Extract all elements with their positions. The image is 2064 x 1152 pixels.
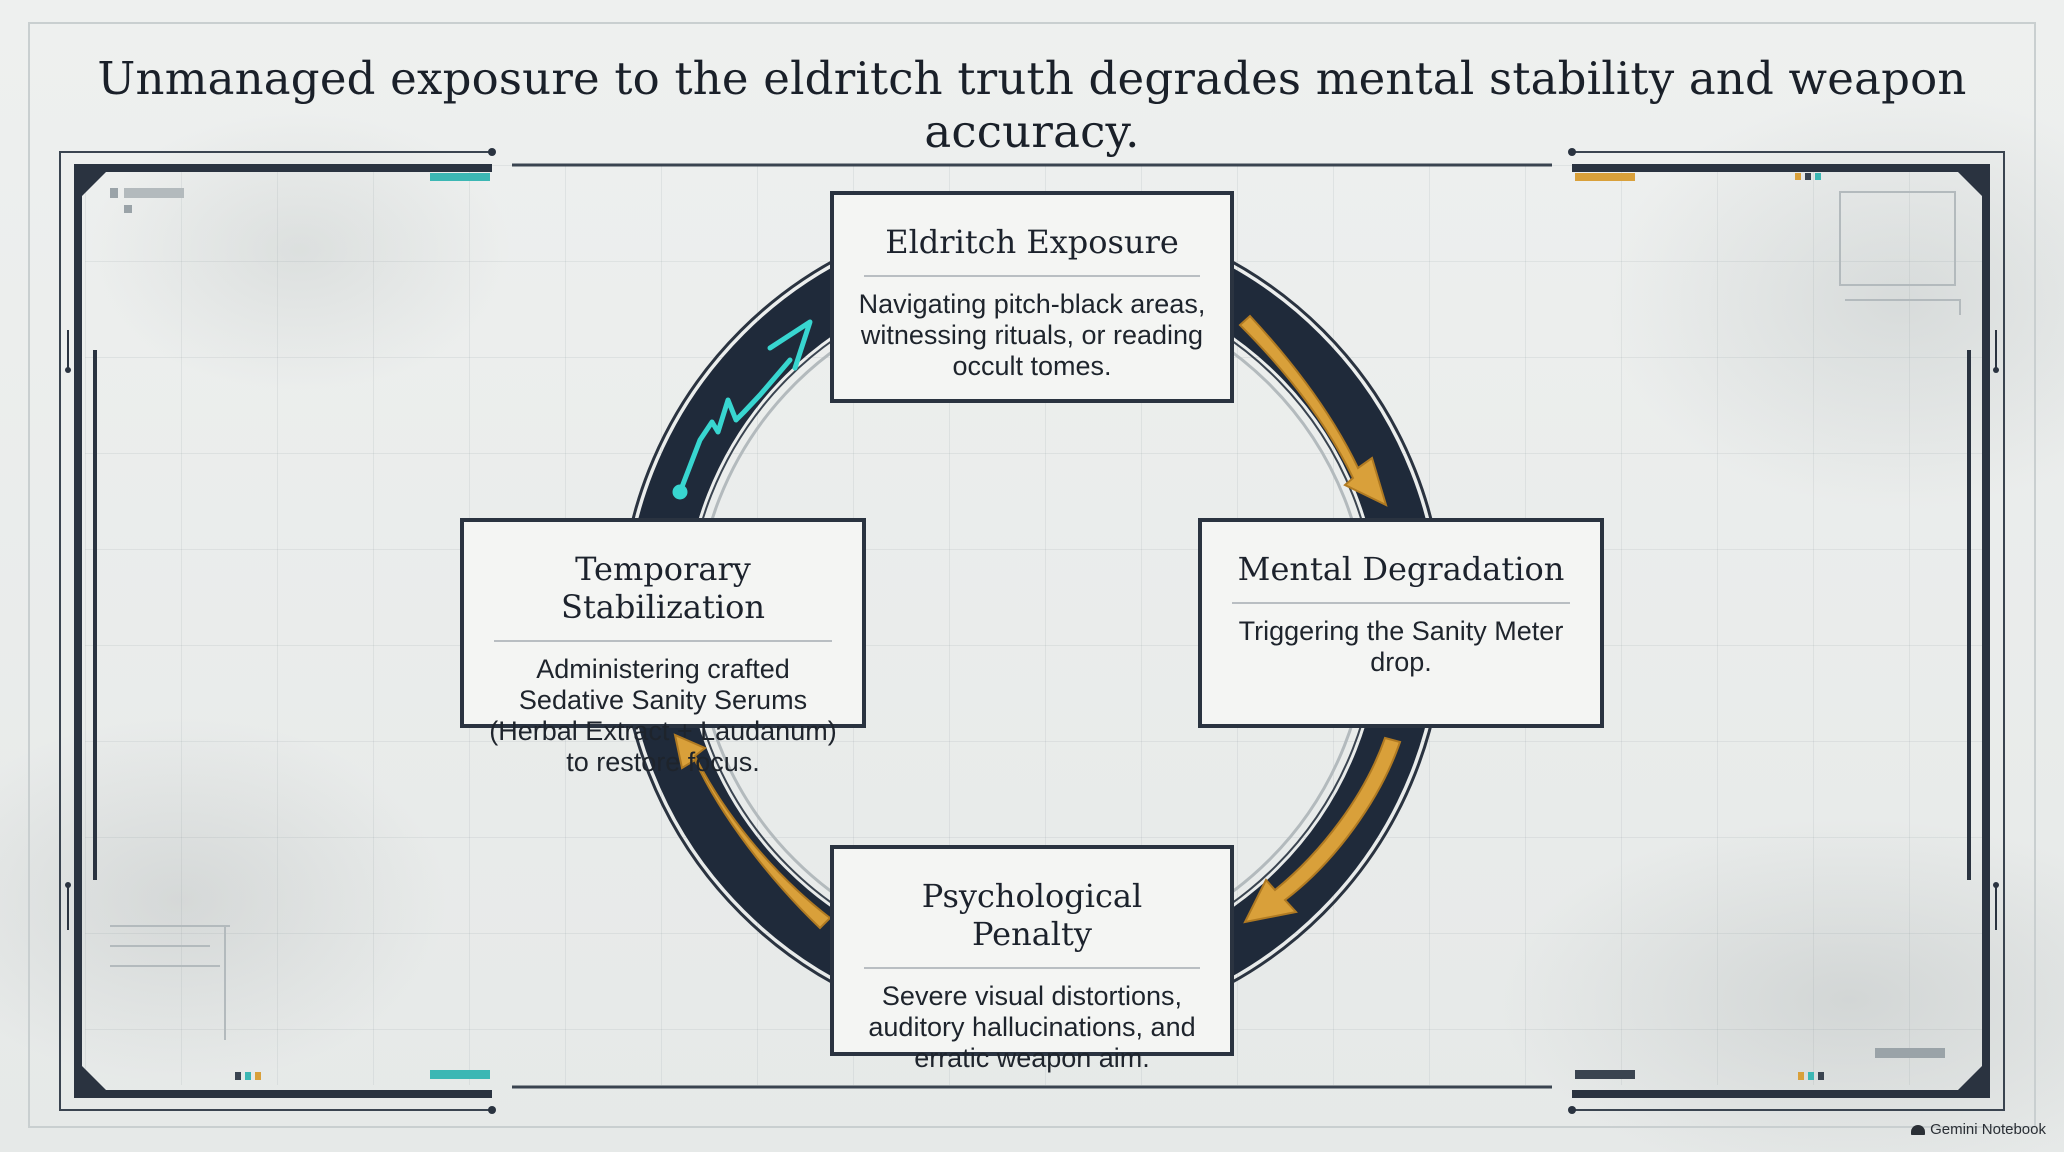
node-description: Administering crafted Sedative Sanity Se…: [489, 654, 837, 777]
branding-label: Gemini Notebook: [1930, 1121, 2046, 1138]
node-title: Eldritch Exposure: [864, 223, 1200, 277]
node-description: Triggering the Sanity Meter drop.: [1238, 616, 1564, 677]
outer-frame: [28, 22, 2036, 1128]
cycle-arrow-icon: [673, 314, 1402, 930]
node-temporary-stabilization: Temporary Stabilization Administering cr…: [460, 518, 866, 777]
node-eldritch-exposure: Eldritch Exposure Navigating pitch-black…: [830, 191, 1234, 403]
node-title: Temporary Stabilization: [494, 550, 832, 642]
node-mental-degradation: Mental Degradation Triggering the Sanity…: [1198, 518, 1604, 728]
node-title: Mental Degradation: [1232, 550, 1570, 604]
node-title: Psychological Penalty: [864, 877, 1200, 969]
branding: Gemini Notebook: [1911, 1121, 2046, 1138]
page-title: Unmanaged exposure to the eldritch truth…: [97, 52, 1967, 158]
node-description: Navigating pitch-black areas, witnessing…: [858, 289, 1206, 381]
gemini-notebook-icon: [1911, 1124, 1926, 1135]
node-psychological-penalty: Psychological Penalty Severe visual dist…: [830, 845, 1234, 1073]
heartbeat-arrow-icon: [672, 319, 813, 500]
node-description: Severe visual distortions, auditory hall…: [868, 981, 1196, 1073]
